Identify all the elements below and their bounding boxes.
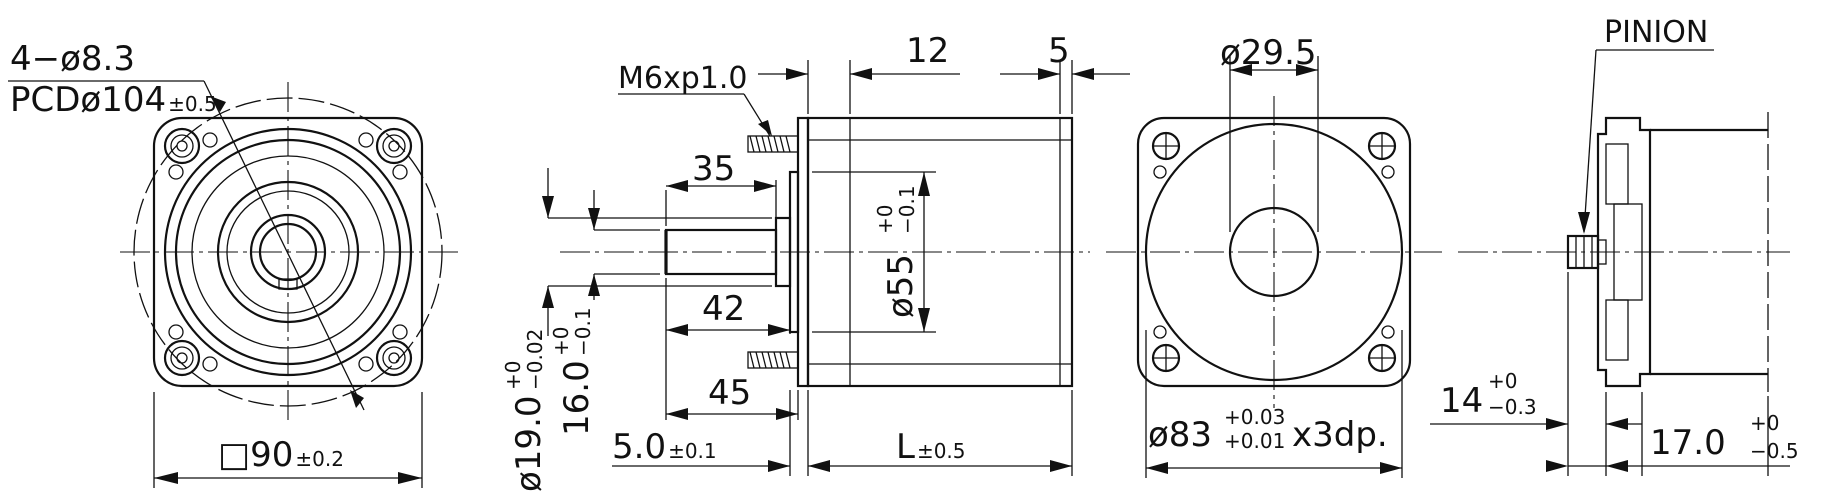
pinion-dim-17-upper: +0: [1750, 411, 1779, 435]
front-corner-holes: [163, 127, 413, 377]
square-size: 90: [250, 435, 293, 475]
key-dim: 16.0: [557, 360, 597, 436]
svg-text:PCDø104±0.5: PCDø104±0.5: [10, 80, 217, 120]
shaft-dia-upper: +0: [501, 361, 525, 390]
rear-holes: [1151, 131, 1397, 373]
pinion-label: PINION: [1604, 15, 1708, 50]
key-upper: +0: [549, 327, 573, 356]
pinion-dim-14-upper: +0: [1488, 369, 1517, 393]
front-view: 4−ø8.3 PCDø104±0.5 □90±0.2: [8, 39, 458, 488]
pilot-dia: ø55: [881, 254, 921, 318]
square-symbol: □: [218, 435, 250, 475]
pcd-label: PCDø104: [10, 80, 166, 120]
rear-pilot-lower: +0.01: [1224, 429, 1285, 453]
body-len: L: [896, 427, 915, 467]
svg-text:17.0: 17.0: [1650, 423, 1726, 463]
dim-35: 35: [692, 149, 735, 189]
dim-45: 45: [708, 373, 751, 413]
pinion-dim-14-lower: −0.3: [1488, 395, 1537, 419]
flange-screws: [747, 135, 799, 369]
svg-text:14: 14: [1440, 381, 1483, 421]
pinion-flange-section: [1596, 116, 1652, 388]
rear-pilot-dia: ø83: [1148, 415, 1212, 455]
dim-5: 5: [1048, 31, 1070, 71]
pinion-view: PINION 14 +0 −0.3 17.0 +0 −0.5: [1430, 15, 1799, 476]
shaft-dia: ø19.0: [509, 395, 549, 492]
pinion-dim-17-lower: −0.5: [1750, 439, 1799, 463]
rear-pilot-suffix: x3dp.: [1292, 415, 1388, 455]
rear-pilot-upper: +0.03: [1224, 405, 1285, 429]
flange-dim: 5.0: [612, 427, 666, 467]
pinion-dim-17: 17.0: [1650, 423, 1726, 463]
hole-spec-label: 4−ø8.3: [10, 39, 135, 79]
flange-tol: ±0.1: [668, 439, 717, 463]
svg-text:ø83: ø83: [1148, 415, 1212, 455]
dim-42: 42: [702, 289, 745, 329]
thread-label: M6xp1.0: [618, 61, 747, 96]
svg-text:□90±0.2: □90±0.2: [218, 435, 344, 475]
pcd-tol: ±0.5: [168, 92, 217, 116]
side-view: 12 5 M6xp1.0 35 42 45: [501, 31, 1130, 492]
square-tol: ±0.2: [295, 447, 344, 471]
svg-text:5.0±0.1: 5.0±0.1: [612, 427, 717, 467]
body-tol: ±0.5: [917, 439, 966, 463]
pinion-dim-14: 14: [1440, 381, 1483, 421]
pilot-tol-upper: +0: [873, 205, 897, 234]
shaft-dia-lower: −0.02: [523, 329, 547, 390]
bore-dia: ø29.5: [1220, 33, 1317, 73]
dim-12: 12: [906, 31, 949, 71]
pilot-tol-lower: −0.1: [895, 185, 919, 234]
svg-text:L±0.5: L±0.5: [896, 427, 966, 467]
key-lower: −0.1: [571, 307, 595, 356]
rear-view: ø29.5 ø83 +0.03 +0.01 x3dp.: [1106, 33, 1442, 478]
